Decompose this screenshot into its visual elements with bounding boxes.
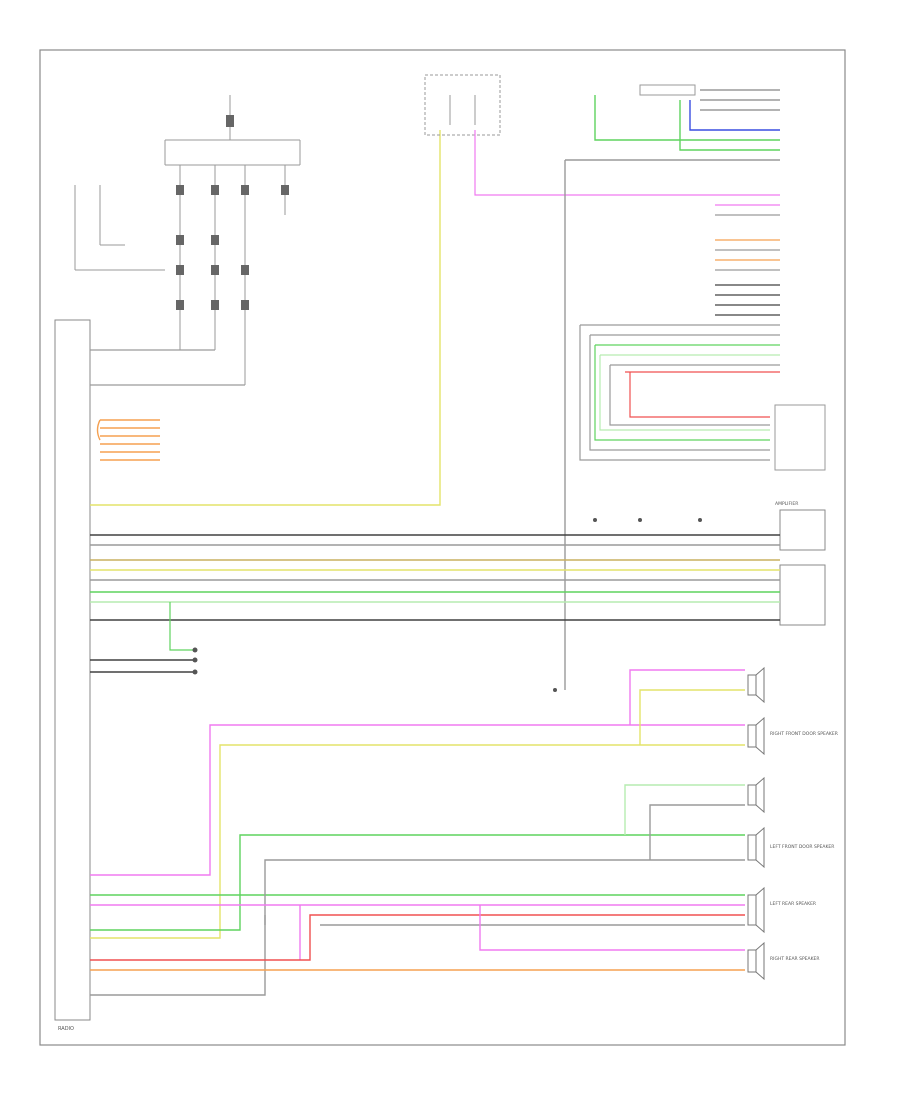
right-front-door-speaker-label: RIGHT FRONT DOOR SPEAKER [770,731,838,737]
radio-amp-bus [90,534,780,621]
left-front-door-speaker-label: LEFT FRONT DOOR SPEAKER [770,844,834,850]
splice-markers [192,518,702,692]
speaker-right-rear [747,941,765,981]
radio-body [54,319,91,1021]
amplifier-body [779,509,826,551]
right-terminal-loops [579,325,770,461]
right-rear-speaker-label: RIGHT REAR SPEAKER [770,956,820,962]
green-loop-wire [169,602,195,651]
top-right-wires [564,89,780,690]
speaker-right-front-door [747,716,765,756]
fuse-block-top-left [74,95,301,385]
fuse-block-pins [176,115,289,310]
amplifier-label: AMPLIFIER [775,501,798,507]
amplifier-lower [779,564,826,626]
top-right-connector [639,84,696,96]
pink-wire-top [474,130,780,196]
diagram-frame [39,49,846,1046]
speaker-wires [90,669,745,996]
right-terminal-wires [580,204,780,373]
speaker-right-front-tweeter [747,666,765,704]
radio-power-wires [90,349,245,386]
speaker-left-rear [747,886,765,934]
switch-top-center [424,74,501,136]
speaker-left-front-tweeter [747,776,765,814]
right-connector-a [774,404,826,471]
radio-orange-bundle [96,419,160,461]
radio-label: RADIO [58,1026,74,1032]
yellow-wire-top [90,130,441,506]
ground-wires [90,659,195,673]
left-rear-speaker-label: LEFT REAR SPEAKER [770,901,816,907]
speaker-left-front-door [747,826,765,869]
